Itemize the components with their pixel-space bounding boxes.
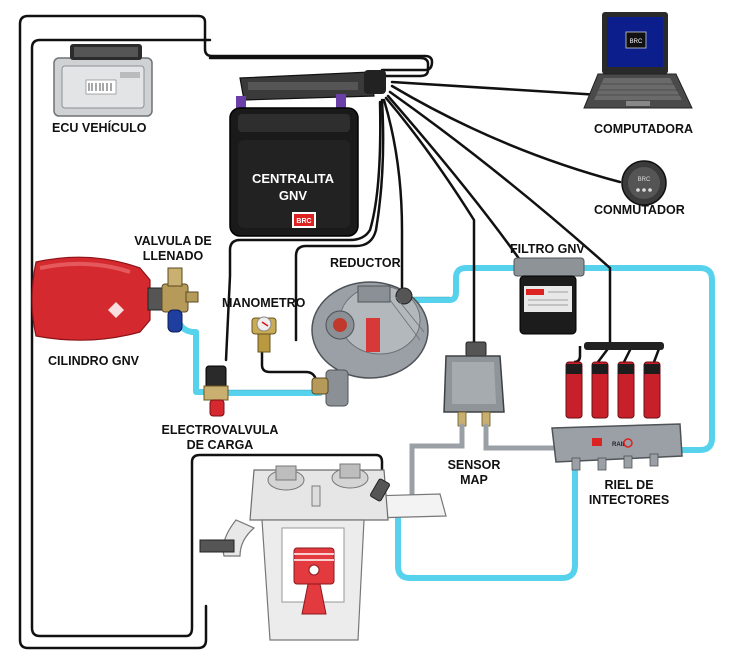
label-reducer: REDUCTOR	[330, 256, 401, 270]
label-centralita-line2: GNV	[278, 188, 308, 203]
map-sensor	[443, 341, 505, 427]
sensor-hoses	[409, 423, 559, 503]
label-charge-valve: ELECTROVALVULA DE CARGA	[160, 423, 280, 453]
wire-to-rail-2	[386, 94, 522, 274]
gas-line-reducer-to-filter	[409, 265, 525, 303]
wires	[18, 14, 622, 650]
label-switch: CONMUTADOR	[594, 203, 685, 217]
label-fill-valve-line2: LLENADO	[142, 249, 204, 263]
label-map-sensor: SENSOR MAP	[442, 458, 506, 488]
pressure-gauge	[251, 316, 277, 353]
gas-lines-outline	[226, 296, 450, 391]
laptop-screen-brc-logo: BRC	[630, 39, 643, 45]
label-injector-rail-line2: INTECTORES	[588, 493, 670, 507]
pressure-reducer	[311, 281, 429, 407]
wire-ecu-loop	[208, 56, 430, 78]
rail-brand-label: RAIL	[612, 442, 626, 448]
label-filter: FILTRO GNV	[510, 242, 585, 256]
label-map-sensor-line1: SENSOR	[447, 458, 501, 472]
label-centralita: CENTRALITA GNV	[232, 170, 354, 204]
label-injector-rail-line1: RIEL DE	[604, 478, 654, 492]
wire-to-switch	[390, 84, 622, 184]
wire-to-electrovalve	[260, 328, 318, 382]
label-centralita-line1: CENTRALITA	[251, 171, 335, 186]
label-fill-valve: VALVULA DE LLENADO	[130, 234, 216, 264]
label-map-sensor-line2: MAP	[460, 473, 488, 487]
gas-lines	[175, 265, 715, 581]
label-injector-rail: RIEL DE INTECTORES	[584, 478, 674, 508]
wire-to-computer	[390, 80, 602, 97]
fill-valve	[161, 267, 199, 333]
label-computer: COMPUTADORA	[594, 122, 694, 136]
label-charge-valve-line1: ELECTROVALVULA	[161, 423, 279, 437]
label-ecu-vehicle: ECU VEHÍCULO	[52, 121, 147, 135]
centralita-brc-logo: BRC	[296, 218, 311, 225]
gas-line-filter-to-rail	[581, 265, 715, 453]
wire-to-rail-1	[388, 90, 612, 347]
wire-to-fill-valve	[224, 100, 382, 362]
wire-to-manometer	[294, 98, 385, 342]
wire-ecu-left	[30, 38, 384, 638]
charge-solenoid-valve	[203, 365, 229, 417]
ecu-vehicle-unit	[53, 44, 153, 117]
wire-to-reducer	[382, 98, 404, 292]
wire-outer-loop	[18, 14, 434, 650]
label-manometer: MANOMETRO	[222, 296, 306, 310]
laptop-computer: BRC	[583, 12, 693, 109]
engine-cross-section	[199, 463, 447, 641]
gas-line-rail-to-engine	[395, 449, 578, 581]
switch-brc-logo: BRC	[638, 177, 651, 183]
label-charge-valve-line2: DE CARGA	[186, 438, 254, 452]
label-fill-valve-line1: VALVULA DE	[134, 234, 212, 248]
cng-cylinder	[31, 256, 167, 341]
switch-unit: BRC	[621, 160, 667, 206]
wire-to-sensor	[384, 96, 476, 347]
centralita-gnv-unit: BRC	[229, 70, 386, 237]
injector-rail: RAIL	[551, 342, 683, 471]
gas-filter	[513, 257, 585, 335]
label-cylinder: CILINDRO GNV	[48, 354, 139, 368]
